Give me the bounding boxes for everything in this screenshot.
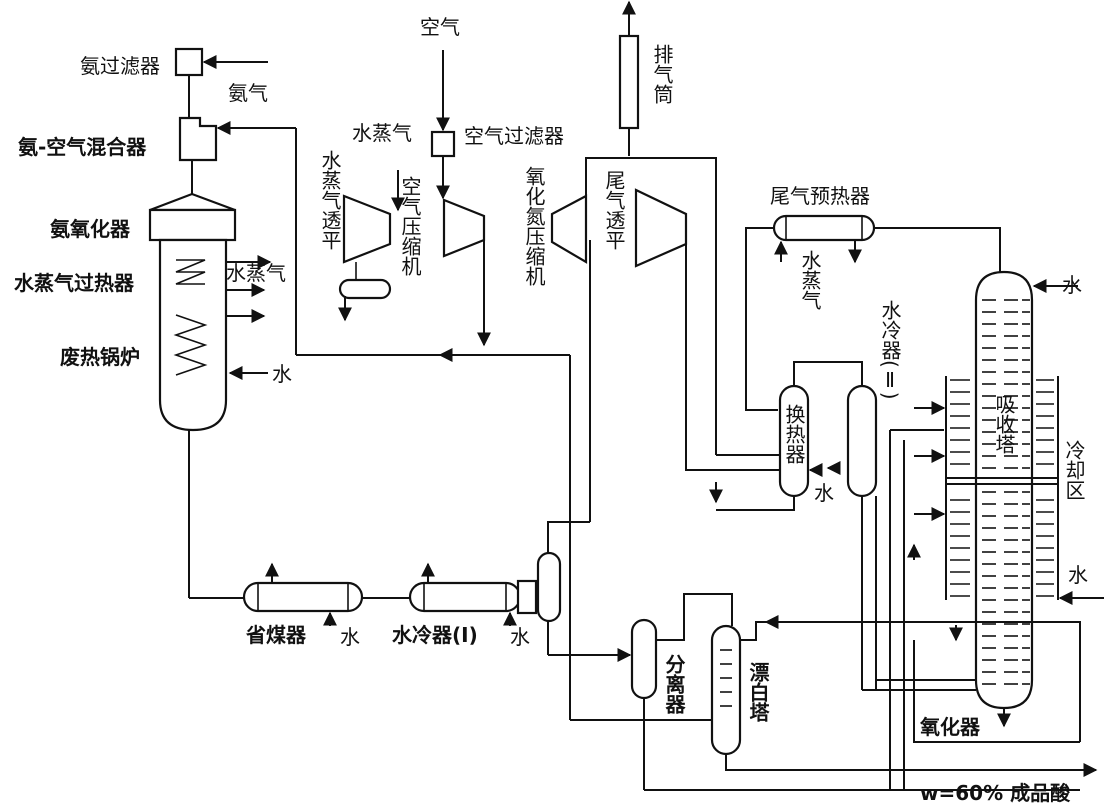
- cooler-1-separator-vessel: [536, 551, 562, 623]
- label-economizer: 省煤器: [245, 623, 307, 647]
- label-water-cooler-1: 水冷器(Ⅰ): [392, 623, 478, 647]
- label-nox-compressor: 氧化氮压缩机: [522, 166, 546, 286]
- label-air-filter: 空气过滤器: [464, 124, 564, 148]
- label-steam-preheater: 水蒸气: [798, 250, 822, 310]
- absorber-tower: [907, 270, 1104, 728]
- label-oxidizer: 氧化器: [919, 715, 981, 739]
- tail-gas-preheater: [772, 214, 876, 264]
- label-bleach-tower: 漂白塔: [746, 662, 770, 723]
- heat-exchanger: [709, 384, 823, 511]
- label-heat-exchanger: 换热器: [782, 404, 806, 464]
- nox-line: [585, 157, 717, 455]
- label-water-cooler-1-water: 水: [510, 625, 530, 649]
- label-water-hx: 水: [814, 481, 834, 505]
- bleach-tower: [710, 615, 1081, 771]
- water-cooler-1: [408, 562, 538, 626]
- label-steam-top: 水蒸气: [352, 121, 412, 145]
- preheater-to-hx: [745, 227, 778, 411]
- cooler-top-line: [547, 521, 590, 553]
- exhaust-stack: [618, 0, 640, 156]
- label-water-boiler: 水: [272, 362, 292, 386]
- absorber-tail-gas-line: [874, 227, 1001, 280]
- ammonia-air-mixer: [178, 116, 296, 162]
- label-water-economizer: 水: [340, 625, 360, 649]
- label-product: w=60% 成品酸: [920, 781, 1071, 805]
- label-tail-gas-preheater: 尾气预热器: [770, 184, 870, 208]
- steam-turbine: [338, 170, 405, 322]
- label-water-cooler-2: 水冷器(Ⅱ): [878, 300, 902, 400]
- tail-gas-return-line: [685, 232, 780, 471]
- label-steam-superheater: 水蒸气过热器: [14, 271, 135, 295]
- tail-gas-turbine: [634, 188, 688, 268]
- label-steam-out: 水蒸气: [226, 261, 286, 285]
- air-compressor: [430, 50, 491, 347]
- ammonia-filter: [174, 47, 268, 77]
- label-ammonia-filter: 氨过滤器: [80, 54, 160, 78]
- label-absorber: 吸收塔: [992, 394, 1016, 454]
- label-air-compressor: 空气压缩机: [398, 176, 422, 276]
- label-ammonia-oxidizer: 氨氧化器: [50, 217, 131, 241]
- separator: [630, 593, 733, 790]
- label-air-top: 空气: [420, 15, 460, 39]
- label-water-absorber-side: 水: [1068, 563, 1088, 587]
- economizer: [242, 562, 364, 626]
- label-tail-gas-turbine: 尾气透平: [602, 170, 626, 250]
- water-cooler-2: [793, 361, 878, 690]
- label-steam-turbine: 水蒸气透平: [318, 150, 342, 250]
- label-water-absorber-top: 水: [1062, 273, 1082, 297]
- label-cooling-zone: 冷却区: [1062, 440, 1086, 500]
- nox-compressor: [550, 194, 588, 264]
- absorber-trays: [950, 299, 1054, 685]
- label-separator: 分离器: [662, 654, 686, 715]
- absorber-side-lines: [862, 429, 1081, 790]
- label-exhaust-stack: 排气筒: [650, 44, 674, 104]
- ammonia-oxidizer: [148, 192, 272, 432]
- label-ammonia-gas: 氨气: [228, 81, 268, 105]
- label-waste-heat-boiler: 废热锅炉: [60, 345, 140, 369]
- label-ammonia-air-mixer: 氨-空气混合器: [18, 135, 147, 159]
